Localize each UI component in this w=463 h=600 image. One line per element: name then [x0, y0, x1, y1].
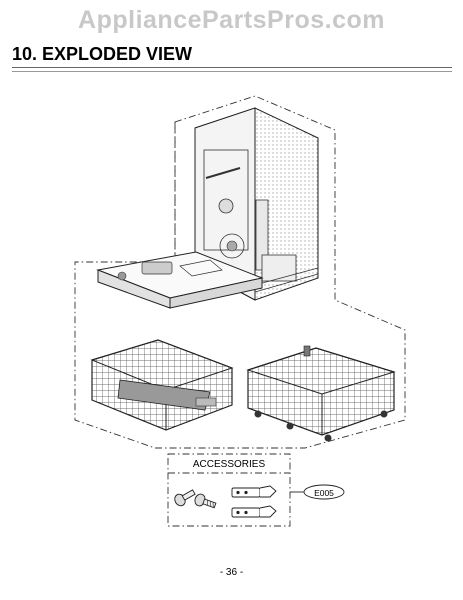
- part-callout: [290, 484, 345, 500]
- assembly-outline: [74, 95, 406, 449]
- dishwasher-tub: [194, 107, 319, 301]
- accessories-label: ACCESSORIES: [192, 459, 266, 470]
- accessories-box: [167, 453, 291, 527]
- section-title: 10. EXPLODED VIEW: [12, 44, 193, 64]
- dishwasher-door: [96, 251, 264, 309]
- page-number: - 36 -: [219, 567, 244, 578]
- upper-dish-rack: [90, 339, 234, 431]
- screw-parts: [174, 489, 217, 509]
- part-code-label: E005: [314, 488, 334, 498]
- title-rule: [12, 67, 452, 72]
- watermark-text: AppliancePartsPros.com: [78, 6, 385, 34]
- lower-dish-rack: [246, 345, 396, 442]
- bracket-parts: [231, 485, 277, 518]
